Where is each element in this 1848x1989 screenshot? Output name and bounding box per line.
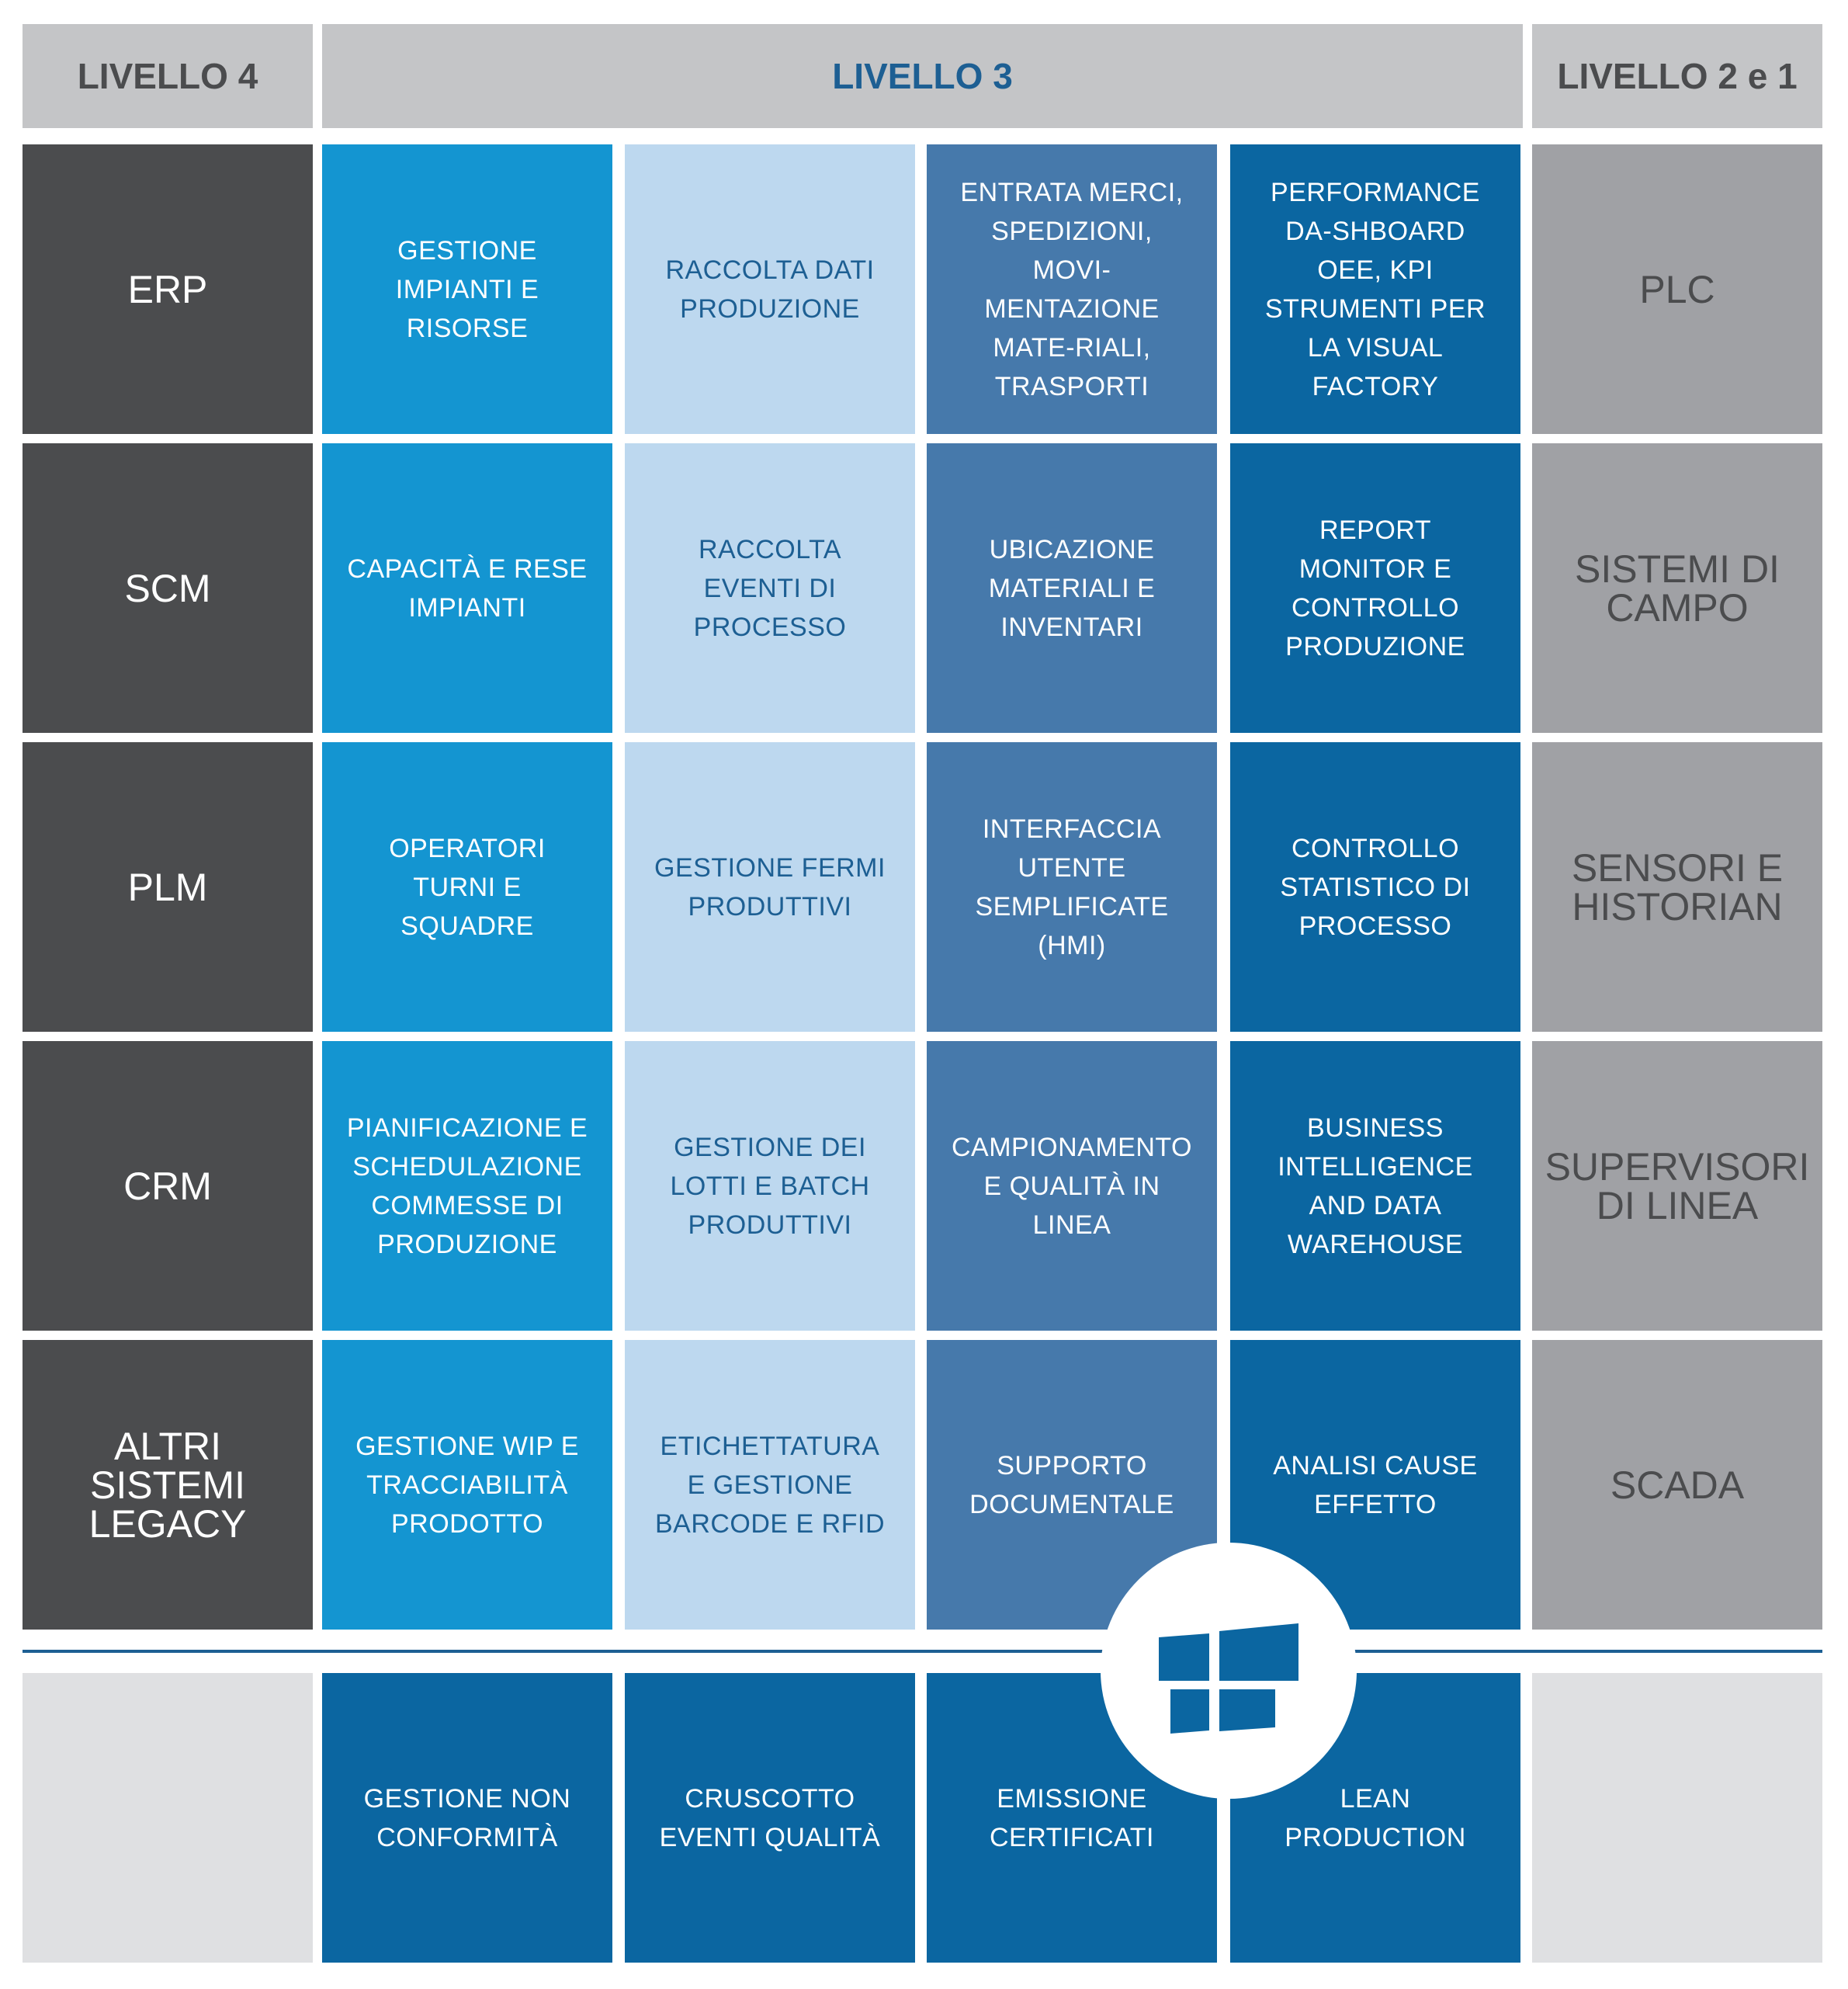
level3-label: BUSINESS INTELLIGENCE AND DATA WAREHOUSE	[1278, 1113, 1473, 1259]
section-divider	[23, 1650, 1822, 1653]
level4-label: CRM	[123, 1164, 212, 1208]
level4-label: ERP	[127, 267, 208, 311]
level21-cell-supervisori-di-linea: SUPERVISORI DI LINEA	[1532, 1041, 1822, 1331]
level3-cell: INTERFACCIA UTENTE SEMPLIFICATE (HMI)	[927, 742, 1217, 1032]
level3-label: CAPACITÀ E RESE IMPIANTI	[347, 554, 588, 623]
level21-label: SENSORI E HISTORIAN	[1571, 845, 1784, 929]
level3-label: REPORT MONITOR E CONTROLLO PRODUZIONE	[1285, 515, 1465, 661]
level3-label: SUPPORTO DOCUMENTALE	[969, 1450, 1174, 1519]
level3-label: PERFORMANCE DA-SHBOARD OEE, KPI STRUMENT…	[1264, 177, 1486, 401]
level3-label: ANALISI CAUSE EFFETTO	[1273, 1450, 1478, 1519]
level4-label: PLM	[127, 865, 208, 909]
level3-label: ETICHETTATURA E GESTIONE BARCODE E RFID	[654, 1431, 886, 1539]
bottom-label: CRUSCOTTO EVENTI QUALITÀ	[659, 1783, 881, 1852]
level4-label: ALTRI SISTEMI LEGACY	[88, 1424, 247, 1546]
level3-label: UBICAZIONE MATERIALI E INVENTARI	[988, 534, 1156, 642]
level3-label: RACCOLTA EVENTI DI PROCESSO	[693, 534, 847, 642]
level21-label: SUPERVISORI DI LINEA	[1545, 1144, 1810, 1227]
level3-cell: ETICHETTATURA E GESTIONE BARCODE E RFID	[625, 1340, 915, 1630]
level3-cell: GESTIONE DEI LOTTI E BATCH PRODUTTIVI	[625, 1041, 915, 1331]
level3-label: PIANIFICAZIONE E SCHEDULAZIONE COMMESSE …	[346, 1113, 588, 1259]
level3-label: INTERFACCIA UTENTE SEMPLIFICATE (HMI)	[975, 814, 1169, 960]
level21-cell-plc: PLC	[1532, 144, 1822, 434]
level3-cell: GESTIONE FERMI PRODUTTIVI	[625, 742, 915, 1032]
level3-cell: SUPPORTO DOCUMENTALE	[927, 1340, 1217, 1630]
level3-cell: ENTRATA MERCI, SPEDIZIONI, MOVI-MENTAZIO…	[927, 144, 1217, 434]
level3-cell: RACCOLTA DATI PRODUZIONE	[625, 144, 915, 434]
bottom-cell: CRUSCOTTO EVENTI QUALITÀ	[625, 1673, 915, 1963]
bottom-empty-right	[1532, 1673, 1822, 1963]
level3-cell: BUSINESS INTELLIGENCE AND DATA WAREHOUSE	[1230, 1041, 1520, 1331]
header-level-3-label: LIVELLO 3	[832, 56, 1013, 96]
level21-cell-scada: SCADA	[1532, 1340, 1822, 1630]
level3-cell: UBICAZIONE MATERIALI E INVENTARI	[927, 443, 1217, 733]
level21-label: SISTEMI DI CAMPO	[1575, 547, 1780, 630]
level3-label: CONTROLLO STATISTICO DI PROCESSO	[1280, 833, 1471, 941]
level4-cell-scm: SCM	[23, 443, 313, 733]
level21-label: PLC	[1639, 267, 1715, 311]
bottom-cell: GESTIONE NON CONFORMITÀ	[322, 1673, 612, 1963]
level3-label: CAMPIONAMENTO E QUALITÀ IN LINEA	[951, 1132, 1192, 1240]
level21-label: SCADA	[1610, 1463, 1745, 1507]
level3-cell: OPERATORI TURNI E SQUADRE	[322, 742, 612, 1032]
level21-cell-sistemi-di-campo: SISTEMI DI CAMPO	[1532, 443, 1822, 733]
bottom-label: LEAN PRODUCTION	[1285, 1783, 1466, 1852]
level3-cell: CONTROLLO STATISTICO DI PROCESSO	[1230, 742, 1520, 1032]
level4-label: SCM	[124, 566, 211, 610]
level3-cell: PERFORMANCE DA-SHBOARD OEE, KPI STRUMENT…	[1230, 144, 1520, 434]
level3-cell: RACCOLTA EVENTI DI PROCESSO	[625, 443, 915, 733]
level3-label: GESTIONE IMPIANTI E RISORSE	[395, 235, 539, 343]
bottom-label: EMISSIONE CERTIFICATI	[989, 1783, 1155, 1852]
level3-cell: REPORT MONITOR E CONTROLLO PRODUZIONE	[1230, 443, 1520, 733]
level3-label: GESTIONE WIP E TRACCIABILITÀ PRODOTTO	[355, 1431, 579, 1539]
level3-cell: PIANIFICAZIONE E SCHEDULAZIONE COMMESSE …	[322, 1041, 612, 1331]
header-level-4-label: LIVELLO 4	[77, 56, 258, 96]
level3-label: GESTIONE DEI LOTTI E BATCH PRODUTTIVI	[670, 1132, 870, 1240]
bottom-empty-left	[23, 1673, 313, 1963]
level4-cell-crm: CRM	[23, 1041, 313, 1331]
level4-cell-altri-sistemi-legacy: ALTRI SISTEMI LEGACY	[23, 1340, 313, 1630]
level21-cell-sensori-historian: SENSORI E HISTORIAN	[1532, 742, 1822, 1032]
level3-label: GESTIONE FERMI PRODUTTIVI	[654, 852, 886, 922]
level3-cell: CAMPIONAMENTO E QUALITÀ IN LINEA	[927, 1041, 1217, 1331]
header-level-3: LIVELLO 3	[322, 24, 1523, 128]
header-level-2-1: LIVELLO 2 e 1	[1532, 24, 1822, 128]
header-level-4: LIVELLO 4	[23, 24, 313, 128]
level4-cell-plm: PLM	[23, 742, 313, 1032]
header-level-2-1-label: LIVELLO 2 e 1	[1557, 56, 1798, 96]
level3-label: RACCOLTA DATI PRODUZIONE	[665, 255, 875, 324]
level3-label: ENTRATA MERCI, SPEDIZIONI, MOVI-MENTAZIO…	[960, 177, 1184, 401]
windows-logo-icon	[1101, 1543, 1357, 1799]
level3-cell: CAPACITÀ E RESE IMPIANTI	[322, 443, 612, 733]
level3-cell: GESTIONE WIP E TRACCIABILITÀ PRODOTTO	[322, 1340, 612, 1630]
level3-label: OPERATORI TURNI E SQUADRE	[389, 833, 546, 941]
level4-cell-erp: ERP	[23, 144, 313, 434]
level3-cell: GESTIONE IMPIANTI E RISORSE	[322, 144, 612, 434]
bottom-label: GESTIONE NON CONFORMITÀ	[363, 1783, 571, 1852]
